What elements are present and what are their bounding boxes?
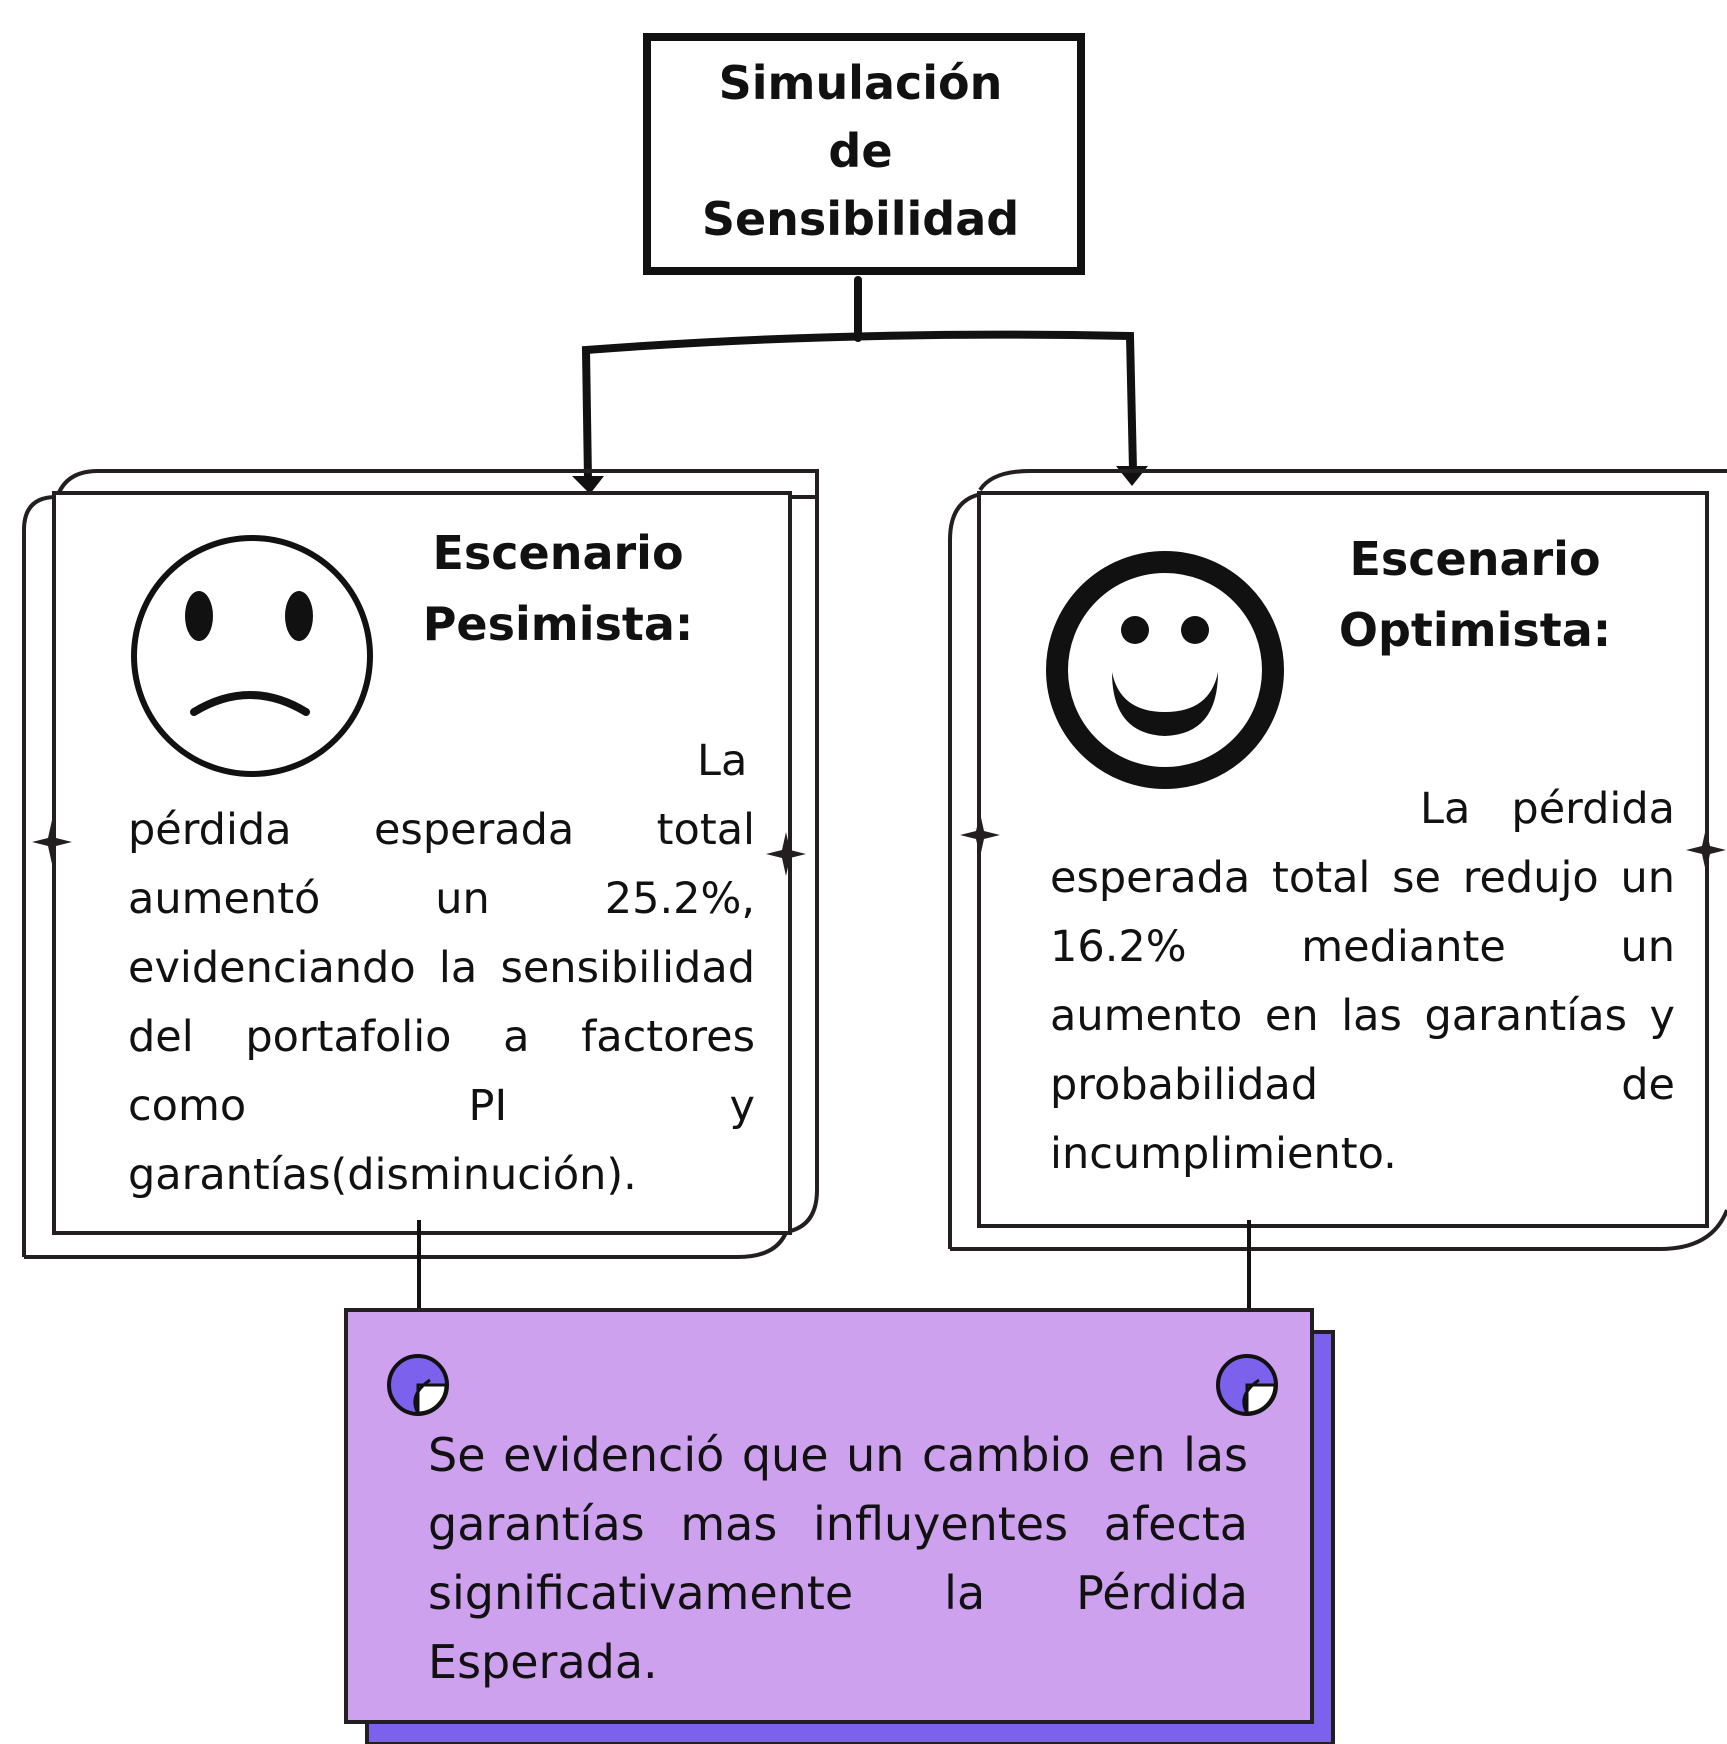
pessimistic-description: La pérdida esperada total aumentó un 25.… bbox=[128, 736, 755, 1200]
title-line-1: Simulación de bbox=[718, 55, 1003, 178]
conclusion-text: Se evidenció que un cambio en las garant… bbox=[428, 1428, 1248, 1689]
pessimistic-heading: Escenario Pesimista: bbox=[408, 518, 708, 660]
sparkle-left-a bbox=[32, 820, 72, 864]
conclusion-box bbox=[344, 1308, 1314, 1724]
pin-right-icon bbox=[1216, 1354, 1278, 1416]
arrowhead-left bbox=[572, 476, 604, 494]
title-box-border bbox=[643, 33, 1085, 275]
title-line-2: Sensibilidad bbox=[701, 191, 1020, 246]
title-box: Simulación de Sensibilidad bbox=[647, 37, 1074, 264]
diagram-title: Simulación de Sensibilidad bbox=[681, 49, 1041, 253]
optimistic-description: La pérdida esperada total se redujo un 1… bbox=[1050, 784, 1675, 1179]
pessimistic-heading-line-1: Escenario bbox=[432, 526, 684, 580]
pessimistic-heading-line-2: Pesimista: bbox=[422, 597, 694, 651]
sparkle-right-a bbox=[960, 813, 1000, 857]
sparkle-right-b bbox=[1686, 828, 1726, 872]
sad-face-icon bbox=[131, 535, 373, 777]
optimistic-heading-line-1: Escenario bbox=[1349, 532, 1601, 586]
optimistic-heading-line-2: Optimista: bbox=[1338, 603, 1612, 657]
sparkle-left-b bbox=[766, 832, 806, 876]
optimistic-heading: Escenario Optimista: bbox=[1325, 524, 1625, 666]
connector-lines bbox=[581, 276, 1137, 484]
happy-face-icon bbox=[1046, 551, 1284, 789]
pin-left-icon bbox=[387, 1354, 449, 1416]
